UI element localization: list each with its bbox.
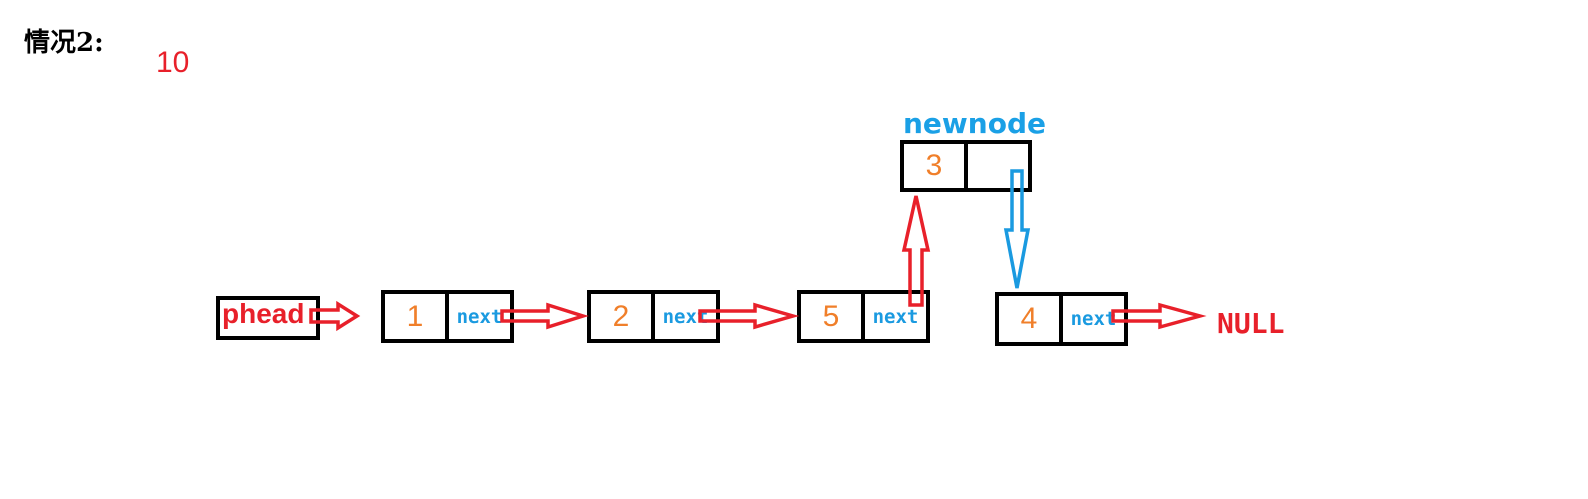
node-next: next bbox=[662, 305, 709, 328]
arrow-node1-to-node2 bbox=[500, 302, 589, 330]
newnode-box: 3 bbox=[900, 140, 1032, 192]
arrow-node4-to-null bbox=[1111, 302, 1207, 330]
node-value: 1 bbox=[385, 294, 449, 339]
arrow-node3-to-newnode bbox=[901, 195, 931, 307]
list-node-2: 2 next bbox=[587, 290, 720, 343]
arrow-node2-to-node3 bbox=[698, 302, 800, 330]
node-value: 2 bbox=[591, 294, 655, 339]
insert-value-label: 10 bbox=[156, 46, 190, 79]
node-next: next bbox=[1070, 308, 1117, 330]
node-next: next bbox=[456, 305, 503, 328]
list-node-3: 5 next bbox=[797, 290, 930, 343]
newnode-value: 3 bbox=[904, 144, 968, 188]
node-next: next bbox=[872, 305, 919, 328]
node-value: 4 bbox=[999, 296, 1063, 342]
list-node-1: 1 next bbox=[381, 290, 514, 343]
list-node-4: 4 next bbox=[995, 292, 1128, 346]
arrow-phead-to-node1 bbox=[309, 300, 361, 332]
node-value: 5 bbox=[801, 294, 865, 339]
phead-box bbox=[216, 296, 320, 340]
phead-label: phead bbox=[222, 298, 305, 329]
newnode-label: newnode bbox=[903, 107, 1046, 140]
null-label: NULL bbox=[1217, 307, 1285, 340]
arrow-newnode-to-node4 bbox=[1003, 169, 1031, 289]
scenario-title: 情况2: bbox=[24, 28, 104, 58]
